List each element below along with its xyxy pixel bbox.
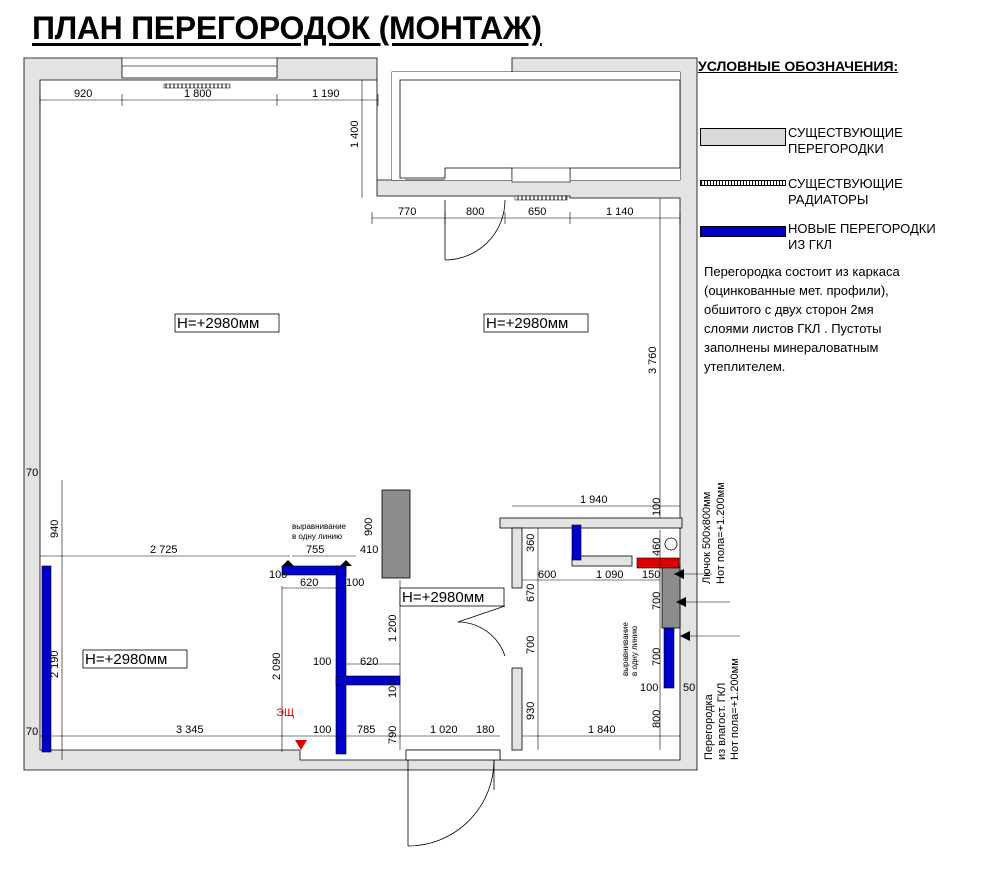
new-partitions xyxy=(41,524,675,755)
dim-label: 785 xyxy=(357,724,375,736)
dim-label: 460 xyxy=(651,538,663,556)
dim-label: 600 xyxy=(538,569,556,581)
dim-label: 100 xyxy=(313,724,331,736)
dim-label: 3 760 xyxy=(647,346,659,374)
legend-label: СУЩЕСТВУЮЩИЕ РАДИАТОРЫ xyxy=(788,176,903,207)
page-title: ПЛАН ПЕРЕГОРОДОК (МОНТАЖ) xyxy=(32,10,542,46)
dim-label: 100 xyxy=(269,569,287,581)
living-height: Н=+2980мм xyxy=(177,315,259,332)
partition-description: Перегородка состоит из каркаса (оцинкова… xyxy=(704,264,900,374)
dim-label: 790 xyxy=(387,726,399,744)
dim-label: 100 xyxy=(640,682,658,694)
dim-label: 70 xyxy=(26,467,38,479)
dim-label: 700 xyxy=(651,592,663,610)
dim-label: 1 400 xyxy=(349,120,361,148)
legend-title: УСЛОВНЫЕ ОБОЗНАЧЕНИЯ: xyxy=(698,58,899,74)
dim-label: 180 xyxy=(476,724,494,736)
swatch-radiator xyxy=(700,180,786,186)
kitchen-height: Н=+2980мм xyxy=(486,315,568,332)
dim-label: 1 200 xyxy=(387,614,399,642)
bedroom-height: Н=+2980мм xyxy=(85,651,167,668)
dim-label: 70 xyxy=(26,726,38,738)
legend-label: НОВЫЕ ПЕРЕГОРОДКИ ИЗ ГКЛ xyxy=(788,221,936,252)
panel-label: ЭЩ xyxy=(276,707,294,719)
dimension-texts: 920 1 800 1 190 1 400 770 800 650 1 140 … xyxy=(26,88,695,744)
dim-label: 1 140 xyxy=(606,206,634,218)
annotations: выравнивание в одну линию выравнивание в… xyxy=(276,482,741,760)
dim-label: 1 840 xyxy=(588,724,616,736)
window-top xyxy=(121,57,278,67)
dim-label: 940 xyxy=(49,520,61,538)
dim-label: 1 090 xyxy=(596,569,624,581)
swatch-blue xyxy=(700,226,786,237)
dim-label: 700 xyxy=(525,636,537,654)
dim-label: 770 xyxy=(398,206,416,218)
doors xyxy=(407,199,506,847)
align-note-2b: в одну линию xyxy=(630,626,639,676)
align-note-1a: выравнивание xyxy=(292,522,347,531)
room-labels: Н=+2980мм Н=+2980мм Н=+2980мм Н=+2980мм xyxy=(82,313,589,669)
dimension-lines xyxy=(39,80,681,760)
dim-label: 50 xyxy=(683,682,695,694)
radiator-balcony xyxy=(514,195,568,201)
dim-label: 100 xyxy=(651,498,663,516)
dim-label: 360 xyxy=(525,534,537,552)
align-note-2a: выравнивание xyxy=(621,621,630,676)
dim-label: 2 090 xyxy=(271,652,283,680)
dim-label: 100 xyxy=(313,656,331,668)
partition-note-2: из влагост. ГКЛ xyxy=(716,683,728,760)
dim-label: 670 xyxy=(525,584,537,602)
dim-label: 800 xyxy=(466,206,484,218)
dim-label: 620 xyxy=(300,577,318,589)
swatch-grey xyxy=(700,128,786,146)
partition-note-3: Нот пола=+1.200мм xyxy=(729,658,741,760)
hall-height: Н=+2980мм xyxy=(402,589,484,606)
dim-label: 920 xyxy=(74,88,92,100)
dim-label: 100 xyxy=(387,680,399,698)
dim-label: 755 xyxy=(306,544,324,556)
dim-label: 1 940 xyxy=(580,494,608,506)
dim-label: 2 190 xyxy=(49,650,61,678)
radiator-top xyxy=(163,83,231,89)
partition-note-1: Перегородка xyxy=(703,693,715,760)
markers xyxy=(282,560,690,750)
interior-existing xyxy=(405,517,683,761)
window-balcony xyxy=(511,167,571,183)
hatch-note-2: Нот пола=+1.200мм xyxy=(715,482,727,584)
dim-label: 3 345 xyxy=(176,724,204,736)
dim-label: 1 190 xyxy=(312,88,340,100)
dim-label: 620 xyxy=(360,656,378,668)
hatch-note-1: Лючок 500х800мм xyxy=(701,492,713,584)
dim-label: 410 xyxy=(360,544,378,556)
existing-column xyxy=(381,489,411,579)
dim-label: 150 xyxy=(642,569,660,581)
legend-label: СУЩЕСТВУЮЩИЕ ПЕРЕГОРОДКИ xyxy=(788,125,903,156)
dim-label: 1 020 xyxy=(430,724,458,736)
dim-label: 1 800 xyxy=(184,88,212,100)
dim-label: 930 xyxy=(525,702,537,720)
dim-label: 2 725 xyxy=(150,544,178,556)
dim-label: 800 xyxy=(651,710,663,728)
align-note-1b: в одну линию xyxy=(292,532,342,541)
dim-label: 900 xyxy=(363,518,375,536)
dim-label: 650 xyxy=(528,206,546,218)
dim-label: 700 xyxy=(651,648,663,666)
riser-circle xyxy=(664,537,678,551)
dim-label: 100 xyxy=(346,577,364,589)
new-partition-red xyxy=(636,557,680,569)
